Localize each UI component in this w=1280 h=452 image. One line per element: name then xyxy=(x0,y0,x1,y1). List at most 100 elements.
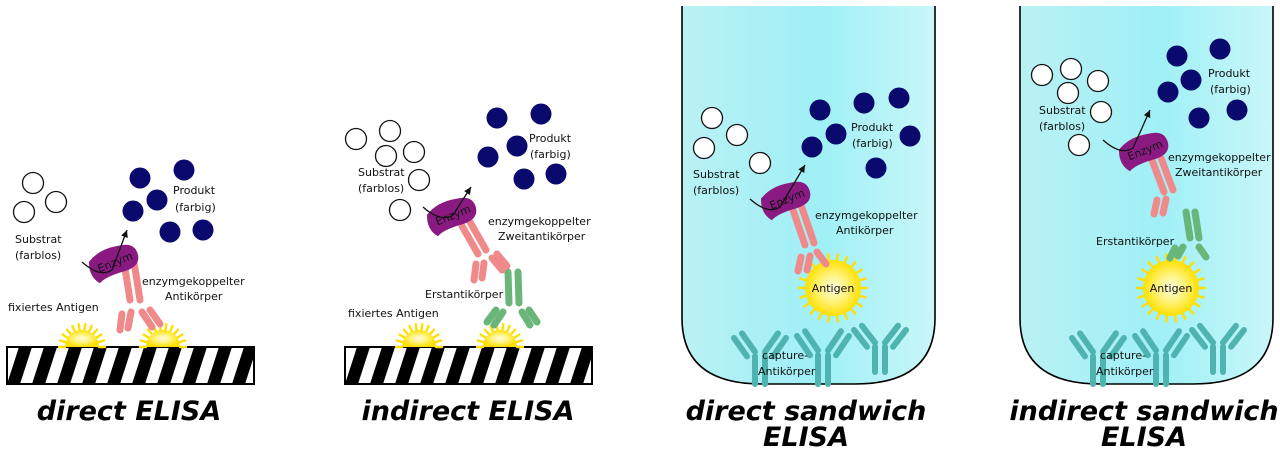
primary-antibody-label: Erstantikörper xyxy=(1096,235,1175,248)
product-molecule xyxy=(809,99,831,121)
antigen-spike xyxy=(835,253,840,262)
antibody-segment xyxy=(762,330,781,355)
antigen-spike xyxy=(434,339,443,344)
antibody-segment xyxy=(124,308,135,332)
plate-stripe xyxy=(295,347,320,384)
capture-label: Antikörper xyxy=(758,365,816,378)
substrate-molecule xyxy=(1089,100,1113,124)
product-label: Produkt xyxy=(851,121,894,134)
antigen-spike xyxy=(1141,268,1149,275)
plate-stripe xyxy=(257,347,282,384)
antibody-segment xyxy=(1163,328,1182,354)
antigen-spike xyxy=(1173,314,1178,323)
antigen-label: fixiertes Antigen xyxy=(348,307,439,320)
antibody-segment xyxy=(1166,244,1179,262)
product-molecule xyxy=(159,221,181,243)
plate-stripe xyxy=(595,347,620,384)
antigen-spike xyxy=(408,324,414,333)
plate-stripe xyxy=(320,347,345,384)
antigen-body xyxy=(1143,260,1199,316)
antigen-spike xyxy=(850,307,857,315)
plate-stripe xyxy=(0,347,7,384)
antibody-segment xyxy=(1228,327,1247,350)
panel-title: ELISA xyxy=(763,422,849,452)
antigen-spike xyxy=(1147,261,1154,269)
antigen-spike xyxy=(402,328,410,336)
antibody-segment xyxy=(1191,208,1203,242)
primary-antibody xyxy=(483,268,541,329)
antigen-spike xyxy=(501,323,505,332)
antigen-spike xyxy=(420,323,424,332)
antibody-segment xyxy=(813,248,830,268)
product-molecule xyxy=(1188,107,1210,129)
antibody-segment xyxy=(803,252,814,274)
antibody-segment xyxy=(851,327,870,350)
antibody-segment xyxy=(504,268,513,307)
product-molecule xyxy=(1226,99,1248,121)
antigen-body xyxy=(65,330,99,347)
plate-stripe xyxy=(307,347,332,384)
antigen-body xyxy=(146,330,180,347)
product-molecule xyxy=(888,87,910,109)
antibody-segment xyxy=(466,218,490,254)
plate-stripe xyxy=(420,347,445,384)
enzyme-linked-antibody xyxy=(116,258,164,334)
antibody-segment xyxy=(470,260,480,284)
substrate-label: Substrat xyxy=(1039,104,1086,117)
antibody-segment xyxy=(518,308,534,329)
antigen-spike xyxy=(826,314,831,323)
enzyme-linked-antibody xyxy=(789,204,830,275)
substrate-label: Substrat xyxy=(358,166,405,179)
antigen-spike xyxy=(178,339,187,344)
antibody-segment xyxy=(794,333,813,359)
plate-stripe xyxy=(370,347,395,384)
arrow-line xyxy=(81,229,128,274)
antibody-segment xyxy=(1157,154,1177,194)
antigen-spike xyxy=(1188,261,1195,269)
reaction-arrow xyxy=(422,186,472,219)
antibody-segment xyxy=(478,259,488,282)
antigen-spike xyxy=(855,301,863,308)
antigen-spike xyxy=(428,328,436,336)
antibody-segment xyxy=(146,306,164,328)
plate-stripe xyxy=(570,347,592,384)
antigen-spike xyxy=(142,333,150,340)
panel-indirect-elisa: EnzymProdukt(farbig)Substrat(farblos)enz… xyxy=(295,103,620,427)
product-label: Produkt xyxy=(1208,67,1251,80)
antigen-spike xyxy=(71,324,77,333)
product-molecule xyxy=(477,146,499,168)
antigen-spike xyxy=(1188,307,1195,315)
antigen xyxy=(394,323,444,349)
antigen-spike xyxy=(1196,277,1205,282)
antigen xyxy=(475,323,525,349)
antigen-spike xyxy=(476,339,485,344)
antigen-spike xyxy=(1147,307,1154,315)
antigen-spike xyxy=(803,301,811,308)
antigen-spike xyxy=(398,333,406,340)
plate-stripe xyxy=(157,347,182,384)
antibody-segment xyxy=(882,322,901,346)
antigen-spike xyxy=(95,333,103,340)
product-label: Produkt xyxy=(529,132,572,145)
substrate-molecule xyxy=(1086,69,1110,93)
antigen-spike xyxy=(1181,255,1187,264)
substrate-label: Substrat xyxy=(693,168,740,181)
substrate-label: Substrat xyxy=(15,233,62,246)
antigen-spike xyxy=(432,333,440,340)
antigen-spike xyxy=(1181,312,1187,321)
antigen-spike xyxy=(858,294,867,299)
capture-label: capture- xyxy=(1100,349,1146,362)
antibody-segment xyxy=(488,254,506,274)
substrate-molecule xyxy=(21,171,45,195)
antibody-segment xyxy=(116,310,126,334)
panel-title: indirect ELISA xyxy=(361,396,574,427)
antigen-spike xyxy=(168,324,174,333)
capture-label: capture- xyxy=(762,349,808,362)
plate-stripe xyxy=(82,347,107,384)
solid-phase-plate xyxy=(0,346,332,385)
capture-antibodies xyxy=(1069,322,1247,387)
antigen-spike xyxy=(414,323,418,332)
antigen-spike xyxy=(61,333,69,340)
plate-stripe xyxy=(395,347,420,384)
capture-label: Antikörper xyxy=(1096,365,1154,378)
